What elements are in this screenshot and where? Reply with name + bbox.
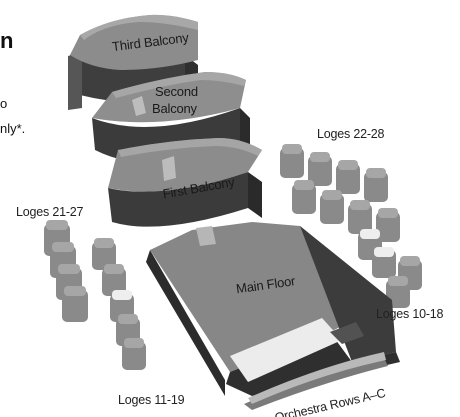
loge-box xyxy=(280,144,304,178)
loges-22-28[interactable] xyxy=(280,144,422,308)
loge-box xyxy=(348,200,372,234)
loges-21-27[interactable] xyxy=(44,220,88,322)
loge-box xyxy=(92,238,116,270)
section-first-balcony[interactable]: First Balcony xyxy=(108,138,262,227)
loge-box xyxy=(376,208,400,242)
loge-box xyxy=(102,264,126,296)
loge-box xyxy=(336,160,360,194)
header-text-fragment-1: o xyxy=(0,96,8,111)
loge-box xyxy=(292,180,316,214)
loge-box xyxy=(364,168,388,202)
loges-11-19[interactable] xyxy=(92,238,146,370)
loge-box xyxy=(308,152,332,186)
label-loges-22-28: Loges 22-28 xyxy=(317,127,385,141)
label-second-balcony-line1: Second xyxy=(155,84,198,99)
header-text-fragment-2: nly*. xyxy=(0,121,26,136)
loge-box xyxy=(122,338,146,370)
loge-box xyxy=(372,247,396,278)
label-second-balcony-line2: Balcony xyxy=(152,101,198,116)
label-loges-11-19: Loges 11-19 xyxy=(118,393,185,407)
label-loges-10-18: Loges 10-18 xyxy=(376,307,444,321)
loge-box xyxy=(320,190,344,224)
loge-box xyxy=(62,286,88,322)
header-title-fragment: n xyxy=(0,28,14,53)
section-main-floor[interactable]: Main Floor xyxy=(146,222,400,396)
label-loges-21-27: Loges 21-27 xyxy=(16,205,84,219)
